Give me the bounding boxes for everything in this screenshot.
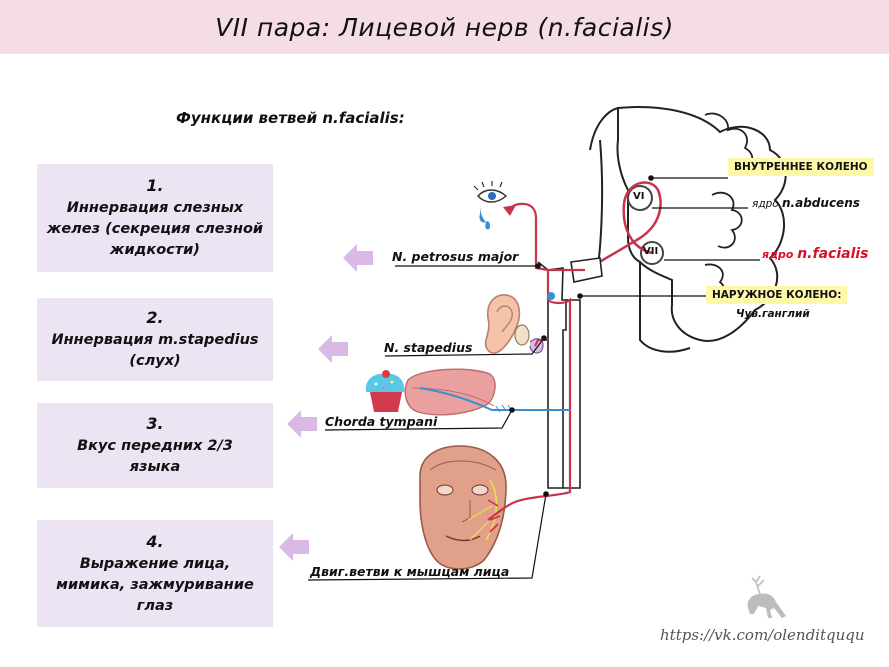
abducens-prefix: ядро [752,198,783,210]
function-text: Иннервация слезных желез (секреция слезн… [46,200,264,258]
function-number: 4. [146,531,164,551]
title-bar: VII пара: Лицевой нерв (n.facialis) [0,0,889,54]
facial-canal [547,267,567,489]
facialis-nucleus-label: ядро n.facialis [762,246,869,262]
abducens-nucleus-label: ядро n.abducens [752,196,860,210]
nucleus-vii-label: VII [643,246,659,257]
function-box-2: 2. Иннервация m.stapedius (слух) [37,298,273,381]
function-number: 2. [146,308,164,327]
function-number: 1. [146,176,164,195]
left-arrow-icon [343,244,373,272]
label-petrosus-major: N. petrosus major [392,249,519,264]
label-chorda-tympani: Chorda tympani [325,414,438,429]
page-title: VII пара: Лицевой нерв (n.facialis) [215,12,674,42]
label-stapedius: N. stapedius [384,340,473,355]
ganglion-label: Чув.ганглий [736,308,810,320]
deer-logo-icon [747,575,786,618]
eye-icon [473,181,508,230]
function-text: Вкус передних 2/3 языка [77,438,233,475]
function-text: Выражение лица, мимика, зажмуривание гла… [56,555,254,614]
watermark-url: https://vk.com/olenditququ [660,626,865,644]
face-muscles-icon [419,445,507,570]
ear-icon [484,294,544,354]
nucleus-vi-label: VI [633,191,645,202]
left-arrow-icon [318,335,348,363]
brainstem-outline [616,106,787,342]
function-box-4: 4. Выражение лица, мимика, зажмуривание … [37,520,273,627]
chorda-tympani-branch [419,387,570,411]
abducens-name: n.abducens [782,196,860,210]
facialis-name: n.facialis [797,246,869,262]
function-text: Иннервация m.stapedius (слух) [51,332,259,369]
label-motor-branches: Двиг.ветви к мышцам лица [310,564,510,579]
left-arrow-icon [287,410,317,438]
geniculate-ganglion [547,292,555,300]
function-box-3: 3. Вкус передних 2/3 языка [37,403,273,488]
motor-branch [487,488,572,521]
function-box-1: 1. Иннервация слезных желез (секреция сл… [37,164,273,272]
cupcake-icon [365,370,405,412]
inner-genu-label: ВНУТРЕННЕЕ КОЛЕНО [728,158,874,176]
nerve-internal-genu [584,181,662,272]
tongue-icon [404,368,496,416]
function-number: 3. [146,414,164,433]
functions-subtitle: Функции ветвей n.facialis: [176,109,405,127]
left-arrow-icon [279,533,309,561]
nucleus-vi [627,185,653,211]
outer-genu-label: НАРУЖНОЕ КОЛЕНО: [706,286,848,304]
facialis-prefix: ядро [762,248,798,261]
